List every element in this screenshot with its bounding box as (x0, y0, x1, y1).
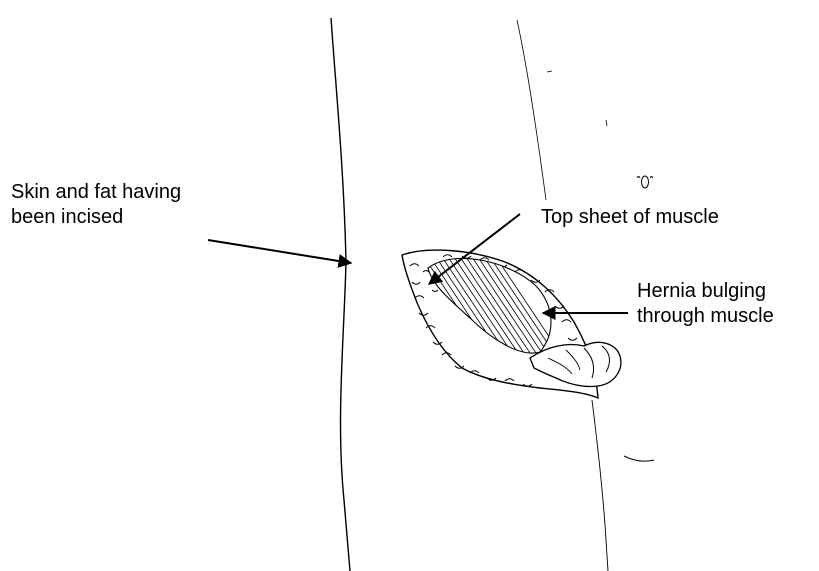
skin-label-line-2: been incised (11, 205, 181, 230)
skin-and-fat-label: Skin and fat having been incised (11, 180, 181, 230)
body-outline-right-lower (592, 400, 608, 571)
hernia-label-line-1: Hernia bulging (637, 279, 774, 304)
top-sheet-of-muscle-label: Top sheet of muscle (541, 205, 719, 230)
hernia-label-line-2: through muscle (637, 304, 774, 329)
hernia-label: Hernia bulging through muscle (637, 279, 774, 329)
skin-label-line-1: Skin and fat having (11, 180, 181, 205)
stray-mark (547, 71, 552, 72)
groin-crease (624, 456, 654, 461)
body-outline-left (331, 18, 350, 571)
navel (637, 176, 653, 188)
skin-pointer-arrow (208, 240, 351, 263)
body-outline-right (517, 20, 546, 200)
stray-mark (606, 120, 607, 126)
muscle-label-line-1: Top sheet of muscle (541, 205, 719, 230)
